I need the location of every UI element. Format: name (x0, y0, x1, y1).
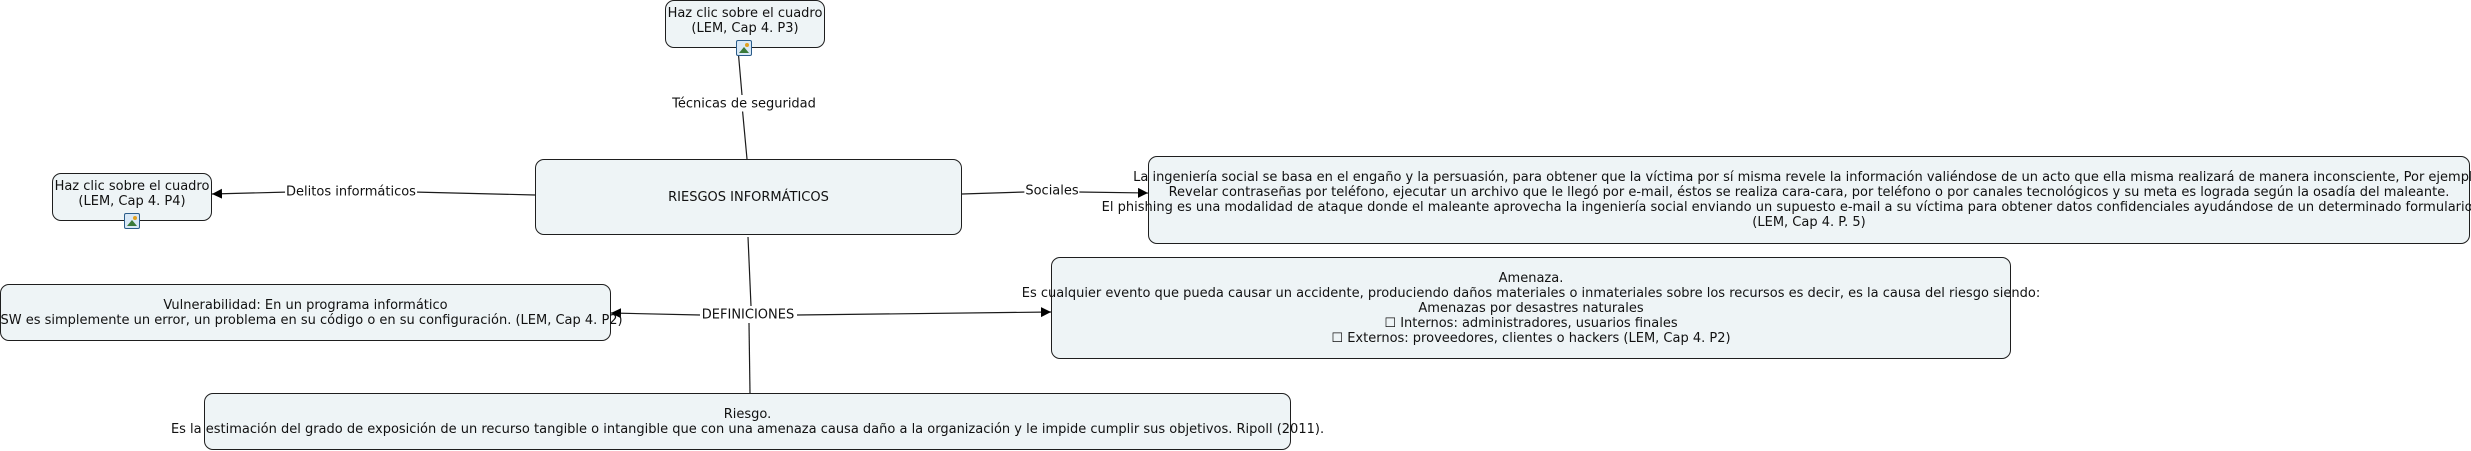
node-text-line: Es cualquier evento que pueda causar un … (1021, 285, 2041, 301)
sun-icon (745, 43, 749, 47)
line-definiciones-to-amenaza (796, 307, 1052, 318)
node-text-line: Es la estimación del grado de exposición… (170, 421, 1325, 437)
line-center-to-delitos (412, 191, 536, 196)
node-text-line: Haz clic sobre el cuadro (54, 179, 210, 194)
node-text-line: Riesgo. (723, 406, 772, 422)
line-center-to-tecnicas (741, 104, 748, 160)
node-text-line: RIESGOS INFORMÁTICOS (668, 189, 829, 205)
node-text-line: Vulnerabilidad: En un programa informáti… (163, 297, 448, 313)
link-label-delitos: Delitos informáticos (285, 184, 417, 200)
node-vulnerabilidad[interactable]: Vulnerabilidad: En un programa informáti… (0, 284, 623, 341)
node-text-line: Haz clic sobre el cuadro (667, 6, 823, 21)
line-center-to-definiciones (747, 236, 752, 307)
node-text-line: (LEM, Cap 4. P. 5) (1752, 215, 1866, 230)
node-sociales-text[interactable]: La ingeniería social se basa en el engañ… (1102, 156, 2471, 244)
line-delitos-to-left (211, 188, 291, 199)
node-text-line: Revelar contraseñas por teléfono, ejecut… (1168, 185, 2450, 200)
image-resource-icon[interactable] (124, 213, 140, 229)
node-riesgos-informaticos[interactable]: RIESGOS INFORMÁTICOS (535, 159, 962, 235)
line-tecnicas-to-top (737, 48, 743, 96)
link-label-sociales: Sociales (1024, 183, 1080, 199)
node-text-line: Amenaza. (1498, 270, 1564, 286)
node-text-line: (LEM, Cap 4. P3) (691, 21, 799, 36)
sun-icon (133, 216, 137, 220)
mountain-icon (739, 47, 749, 53)
mountain-icon (127, 220, 137, 226)
node-text-line: (LEM, Cap 4. P4) (78, 194, 186, 209)
node-text-line: ☐ Externos: proveedores, clientes o hack… (1331, 330, 1731, 346)
link-label-tecnicas: Técnicas de seguridad (671, 96, 817, 112)
node-amenaza[interactable]: Amenaza. Es cualquier evento que pueda c… (1022, 257, 2040, 359)
image-resource-icon[interactable] (736, 40, 752, 56)
node-text-line: Amenazas por desastres naturales (1418, 300, 1644, 316)
line-center-to-sociales (961, 191, 1026, 195)
line-sociales-to-box (1077, 187, 1149, 198)
node-text-line: La ingeniería social se basa en el engañ… (1133, 170, 2471, 185)
node-riesgo[interactable]: Riesgo. Es la estimación del grado de ex… (171, 393, 1324, 450)
node-text-line: o SW es simplemente un error, un problem… (0, 312, 623, 328)
node-text-line: El phishing es una modalidad de ataque d… (1101, 200, 2471, 215)
link-label-definiciones: DEFINICIONES (700, 307, 796, 323)
node-text-line: ☐ Internos: administradores, usuarios fi… (1384, 315, 1678, 331)
line-definiciones-to-vulnerabilidad (610, 308, 701, 319)
line-definiciones-to-riesgo (748, 322, 751, 394)
